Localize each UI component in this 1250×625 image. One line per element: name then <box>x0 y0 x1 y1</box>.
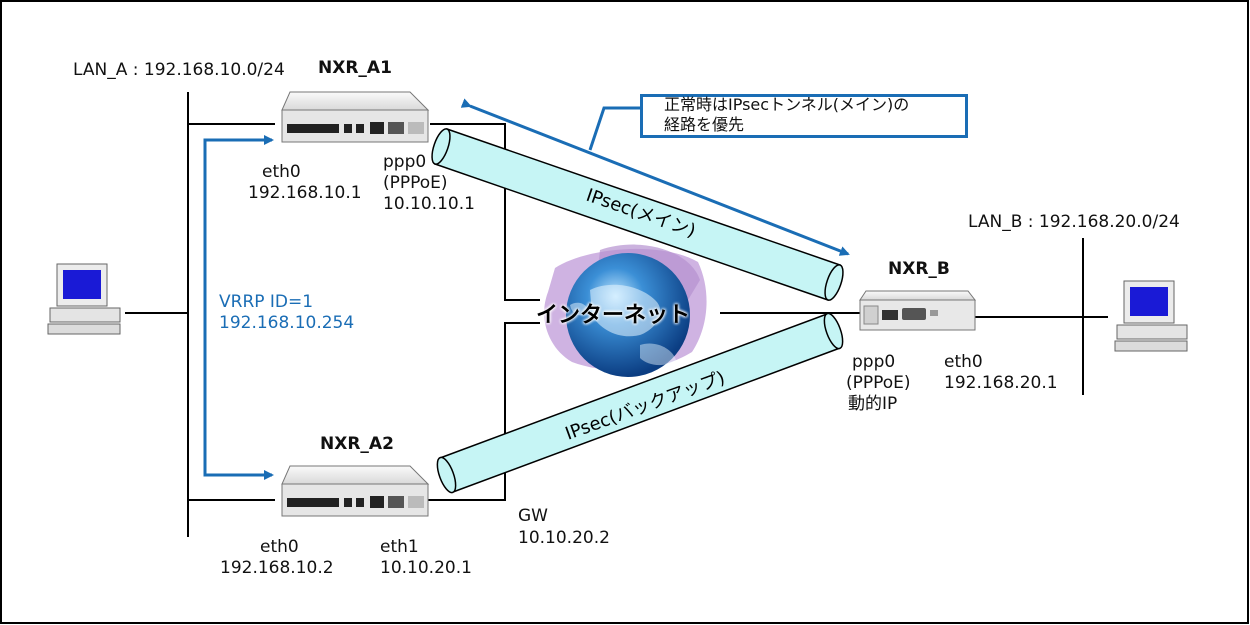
nxr-b-ppp0-ip: 動的IP <box>848 394 898 414</box>
nxr-a2-eth1-name: eth1 <box>380 537 419 557</box>
priority-arrow <box>460 98 850 256</box>
pc-lan-b-icon <box>1114 280 1188 352</box>
nxr-b-eth0-ip: 192.168.20.1 <box>944 373 1058 393</box>
nxr-a1-ppp0-ip: 10.10.10.1 <box>383 194 475 214</box>
ipsec-backup-tunnel <box>436 312 844 494</box>
gw-label: GW <box>518 506 548 526</box>
nxr-b-ppp0-name: ppp0 <box>852 352 896 372</box>
nxr-b-eth0-name: eth0 <box>944 352 983 372</box>
nxr-a2-eth0-ip: 192.168.10.2 <box>220 558 334 578</box>
router-nxr-b <box>859 290 977 331</box>
nxr-a1-ppp0-name: ppp0 <box>383 152 427 172</box>
internet-label: インターネット <box>536 303 691 328</box>
vrrp-ip: 192.168.10.254 <box>219 313 355 333</box>
lan-a-label: LAN_A : 192.168.10.0/24 <box>73 60 285 80</box>
nxr-a1-eth0-ip: 192.168.10.1 <box>248 183 362 203</box>
nxr-a1-name: NXR_A1 <box>318 58 392 78</box>
callout-text: 正常時はIPsecトンネル(メイン)の 経路を優先 <box>664 95 910 134</box>
nxr-a1-eth0-name: eth0 <box>262 162 301 182</box>
gw-ip: 10.10.20.2 <box>518 528 610 548</box>
nxr-b-ppp0-type: (PPPoE) <box>846 373 911 393</box>
nxr-a2-eth1-ip: 10.10.20.1 <box>380 558 472 578</box>
router-nxr-a1 <box>281 91 430 143</box>
router-nxr-a2 <box>281 465 430 517</box>
callout-leader <box>588 106 640 151</box>
vrrp-arrow-a2 <box>203 300 274 480</box>
vrrp-id: VRRP ID=1 <box>219 292 314 312</box>
internet-cloud <box>544 244 707 377</box>
callout-box <box>640 94 968 138</box>
lan-b-label: LAN_B : 192.168.20.0/24 <box>968 212 1180 232</box>
pc-lan-a-icon <box>47 263 121 335</box>
nxr-a1-ppp0-type: (PPPoE) <box>383 173 448 193</box>
nxr-a2-eth0-name: eth0 <box>260 537 299 557</box>
nxr-a2-name: NXR_A2 <box>320 434 394 454</box>
nxr-b-name: NXR_B <box>888 259 950 279</box>
a2-eth1-link <box>425 322 540 501</box>
